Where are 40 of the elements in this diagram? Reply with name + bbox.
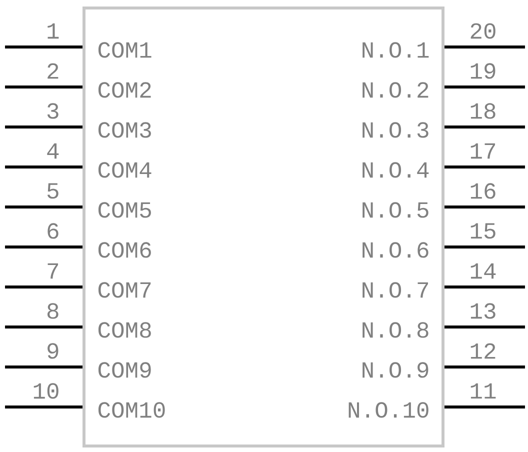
pin-name: COM2: [98, 82, 151, 98]
pin-name: N.O.4: [362, 162, 429, 178]
pin-name: COM6: [98, 242, 151, 258]
pin-number: 18: [470, 103, 496, 119]
pin-name: N.O.5: [362, 202, 428, 218]
pin-number: 10: [34, 383, 58, 399]
pin-number: 6: [48, 223, 58, 239]
pin-number: 14: [470, 263, 496, 279]
pin-name: COM5: [98, 202, 151, 218]
pin-name: COM7: [98, 282, 151, 298]
pin-name: N.O.9: [362, 362, 428, 378]
pin-name: N.O.2: [362, 82, 428, 98]
pin-number: 5: [47, 183, 58, 199]
pin-number: 8: [48, 303, 58, 319]
pin-name: COM8: [98, 322, 151, 338]
pin-number: 16: [470, 183, 496, 199]
pin-name: COM9: [98, 362, 151, 378]
pin-number: 1: [48, 23, 59, 39]
pin-name: N.O.1: [362, 42, 429, 58]
pin-number: 17: [470, 143, 495, 159]
pin-number: 3: [47, 103, 58, 119]
pin-name: COM1: [98, 42, 152, 58]
pin-number: 11: [470, 383, 496, 399]
pin-number: 7: [48, 263, 58, 279]
pin-name: COM3: [98, 122, 151, 138]
pin-name: COM4: [98, 162, 152, 178]
pin-number: 15: [470, 223, 496, 239]
pin-number: 2: [48, 63, 58, 79]
pin-name: N.O.8: [362, 322, 428, 338]
pin-name: N.O.3: [362, 122, 428, 138]
pin-name: COM10: [98, 402, 165, 418]
pin-name: N.O.10: [348, 402, 428, 418]
pin-name: N.O.6: [362, 242, 428, 258]
pin-name: N.O.7: [362, 282, 428, 298]
pin-number: 20: [470, 23, 496, 39]
pin-number: 4: [47, 143, 59, 159]
pin-number: 12: [470, 343, 496, 359]
pin-number: 19: [470, 63, 496, 79]
pin-number: 9: [48, 343, 58, 359]
pin-number: 13: [470, 303, 496, 319]
